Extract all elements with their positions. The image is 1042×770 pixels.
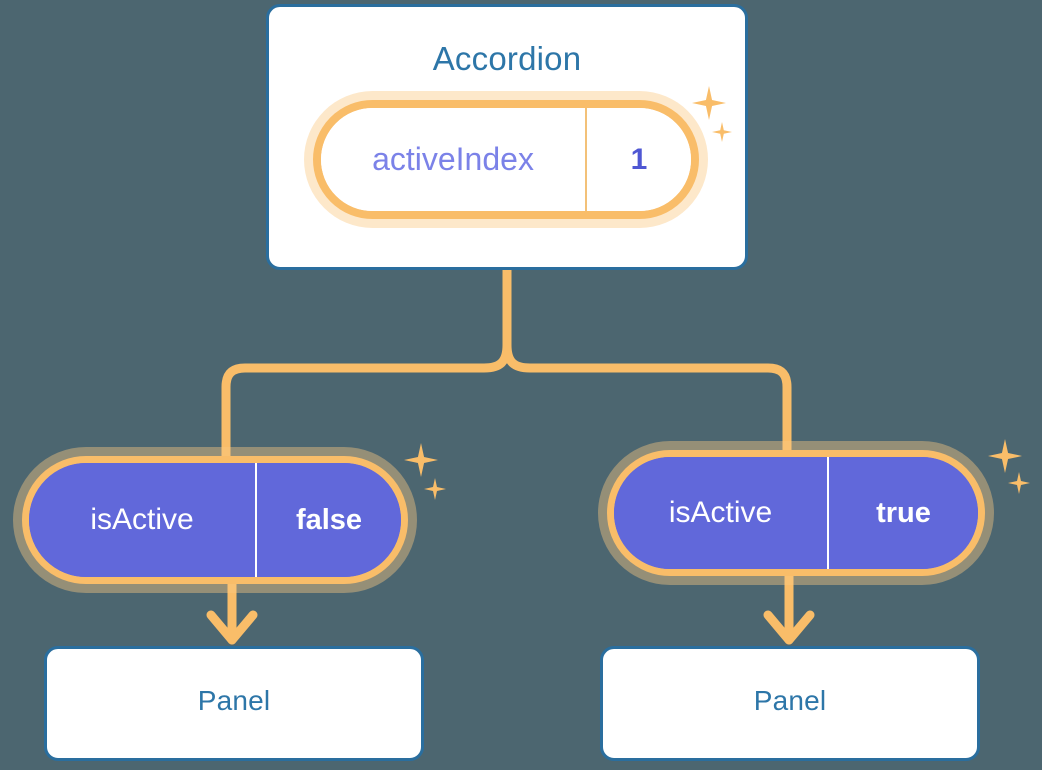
sparkle-icon — [1008, 472, 1030, 494]
arrow-down-icon-left — [206, 575, 258, 645]
accordion-title: Accordion — [432, 40, 582, 77]
panel-card-right[interactable]: Panel — [600, 646, 980, 761]
state-pill-inner: activeIndex 1 — [321, 108, 691, 211]
state-pill-value: false — [295, 503, 363, 536]
sparkle-icon — [988, 439, 1022, 473]
state-pill-inner: isActive false — [29, 463, 401, 577]
sparkle-icon — [424, 478, 446, 500]
state-pill-is-active-true[interactable]: isActive true — [607, 450, 985, 576]
state-pill-key: isActive — [29, 463, 257, 577]
panel-title: Panel — [197, 685, 271, 716]
panel-title: Panel — [753, 685, 827, 716]
panel-card-left[interactable]: Panel — [44, 646, 424, 761]
branch-connector-icon — [221, 265, 792, 467]
arrow-down-icon-right — [763, 568, 815, 645]
state-pill-value: true — [876, 496, 931, 529]
state-pill-inner: isActive true — [614, 457, 978, 569]
state-pill-value: 1 — [630, 142, 648, 176]
state-pill-active-index[interactable]: activeIndex 1 — [313, 100, 699, 219]
state-pill-key: isActive — [614, 457, 829, 569]
state-pill-is-active-false[interactable]: isActive false — [22, 456, 408, 584]
sparkle-icon — [404, 443, 438, 477]
state-pill-key: activeIndex — [321, 108, 587, 211]
